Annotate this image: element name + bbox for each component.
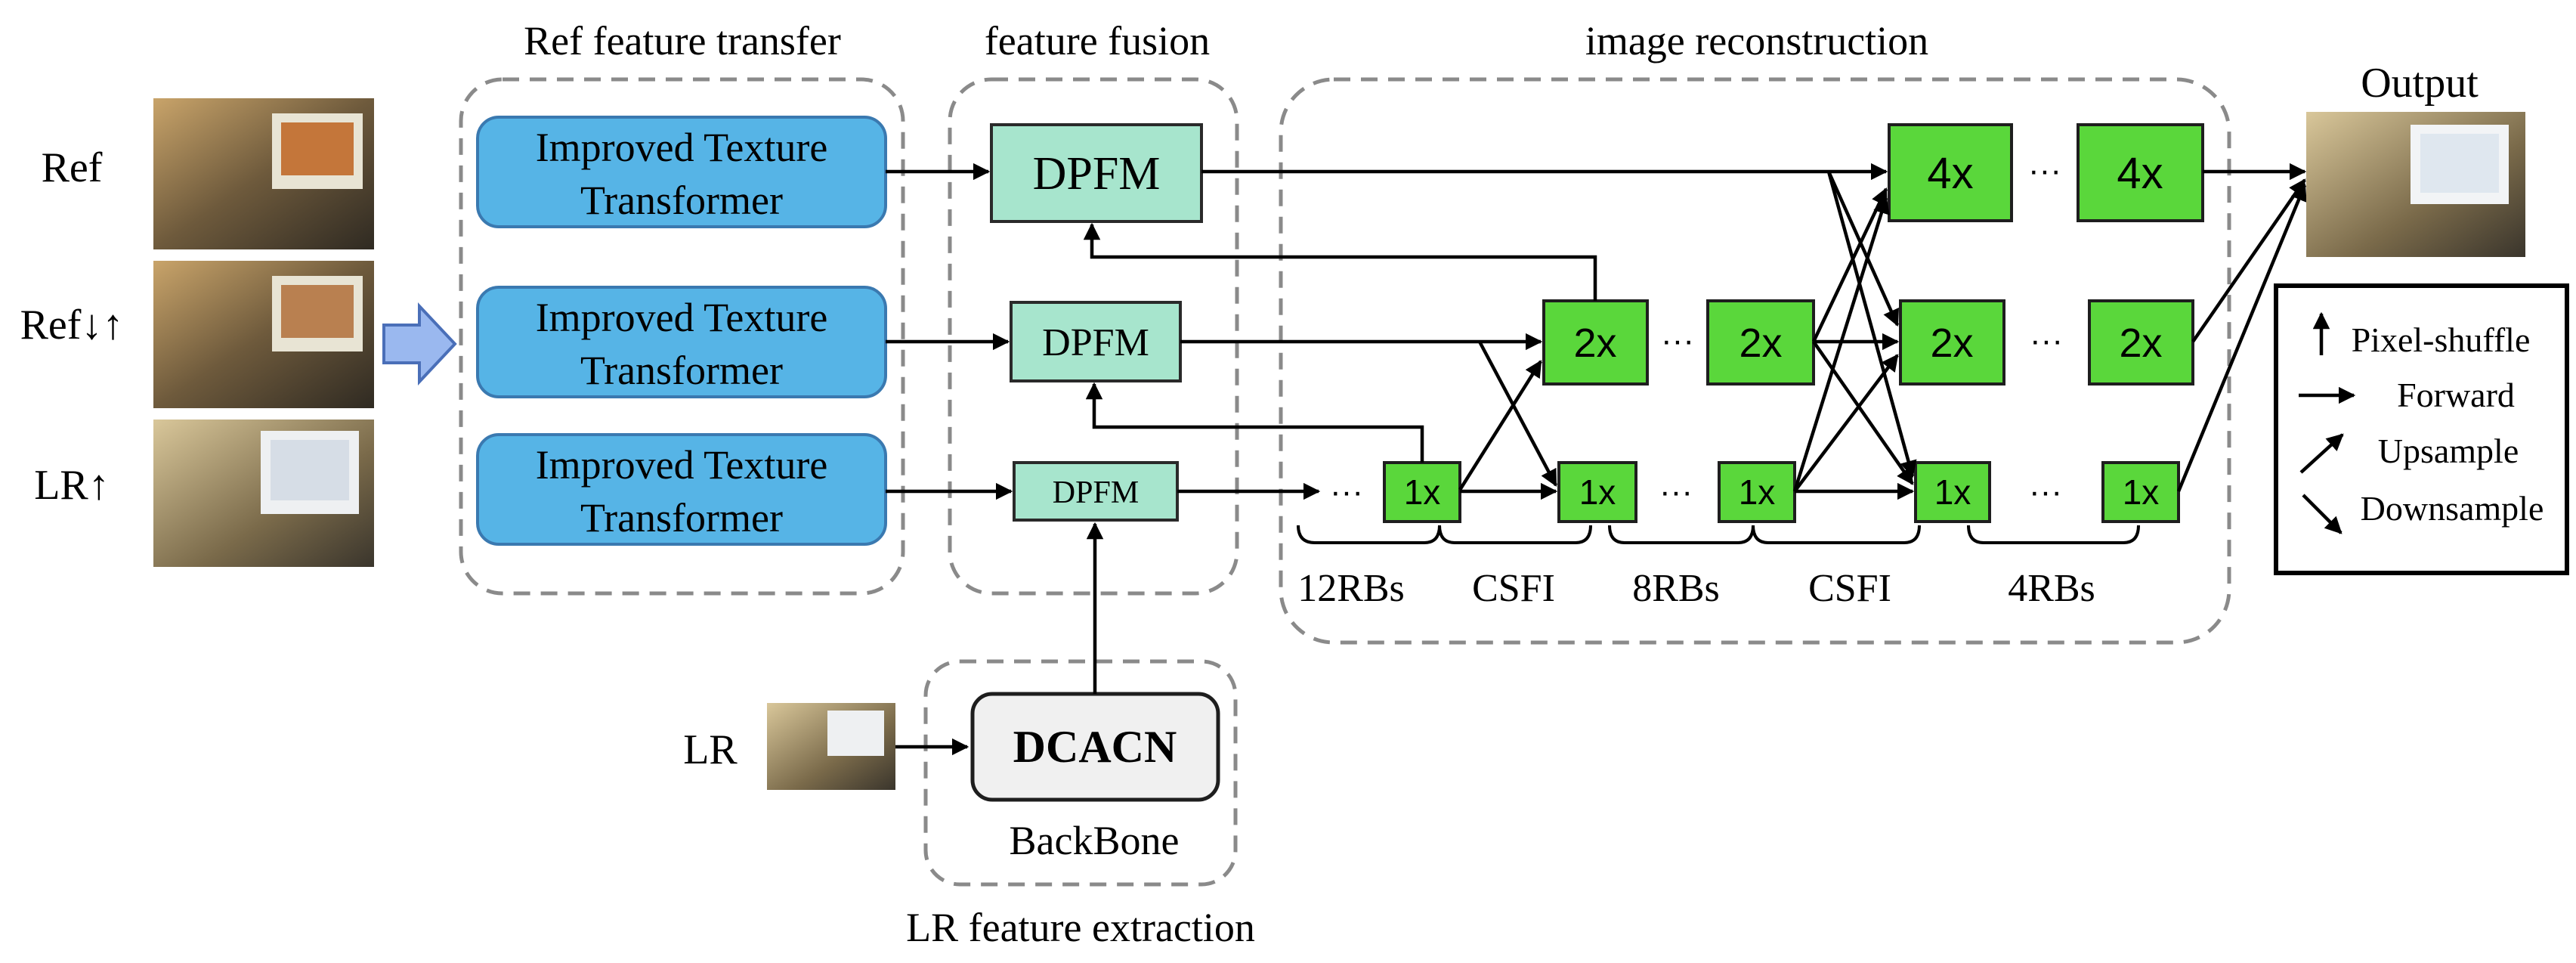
rb-4x-last: 4x — [2077, 123, 2204, 222]
improved-texture-transformer-ref-down-up: Improved Texture Transformer — [476, 286, 887, 398]
brace-stage3 — [1967, 525, 2140, 544]
transformer-label-line2: Transformer — [580, 495, 783, 540]
rb-2x-stage2-last: 2x — [1706, 299, 1815, 386]
rb-2x-stage3-first: 2x — [1899, 299, 2005, 386]
arrow-2x-output — [2191, 178, 2306, 343]
arrow-1x-output — [2176, 183, 2307, 492]
rb-label: 1x — [1934, 472, 1971, 512]
legend-item-forward: Forward — [2299, 376, 2515, 414]
dpfm-middle: DPFM — [1010, 301, 1182, 382]
legend-label: Upsample — [2378, 432, 2519, 470]
brace-csfi1 — [1438, 525, 1592, 544]
ellipsis: ··· — [1661, 322, 1694, 359]
downsample-arrow-icon — [2302, 494, 2343, 534]
brace-stage2 — [1608, 525, 1755, 544]
rb-label: 1x — [2123, 472, 2160, 512]
ref-label: Ref — [42, 144, 103, 191]
backbone-label: BackBone — [1010, 818, 1180, 863]
dpfm-bottom: DPFM — [1013, 461, 1179, 522]
rb-1x-stage1-last: 1x — [1383, 461, 1461, 523]
dpfm-label: DPFM — [1042, 321, 1149, 364]
lr-feature-extraction-group — [923, 659, 1238, 887]
legend-label: Downsample — [2361, 489, 2544, 528]
feature-fusion-title: feature fusion — [985, 18, 1210, 63]
dpfm-label: DPFM — [1053, 475, 1139, 510]
ref-down-up-label: Ref↓↑ — [20, 302, 124, 348]
feedback-1x-to-dpfm2 — [1085, 382, 1424, 463]
ref-image — [153, 98, 374, 249]
ref-down-up-image — [153, 261, 374, 408]
input-arrow — [382, 302, 457, 386]
up-1x-4x — [1792, 196, 1890, 492]
rb-1x-stage2-last: 1x — [1718, 461, 1796, 523]
rb-label: 1x — [1739, 472, 1776, 512]
rb-label: 4x — [1927, 149, 1973, 198]
rb-2x-stage2-first: 2x — [1542, 299, 1649, 386]
rb-1x-stage2-first: 1x — [1557, 461, 1637, 523]
dpfm-label: DPFM — [1033, 148, 1161, 200]
stage-label-12rbs: 12RBs — [1297, 567, 1405, 610]
output-image — [2306, 112, 2525, 257]
lr-image — [767, 703, 895, 790]
lr-label: LR — [683, 726, 738, 773]
image-reconstruction-title: image reconstruction — [1585, 18, 1928, 63]
rb-4x-first: 4x — [1888, 123, 2013, 222]
dcacn-backbone: DCACN — [970, 692, 1220, 802]
down-4x-1x — [1826, 171, 1917, 478]
improved-texture-transformer-lr-up: Improved Texture Transformer — [476, 433, 887, 546]
rb-label: 2x — [1573, 320, 1616, 366]
image-reconstruction-group — [1279, 77, 2231, 645]
rb-1x-stage3-first: 1x — [1914, 461, 1991, 523]
ellipsis: ··· — [2028, 152, 2061, 189]
brace-stage1 — [1297, 525, 1441, 544]
lr-feature-extraction-title: LR feature extraction — [906, 905, 1255, 950]
ellipsis: ··· — [2029, 473, 2062, 510]
legend-label: Forward — [2397, 376, 2515, 414]
rb-label: 1x — [1404, 472, 1441, 512]
stage-label-csfi-1: CSFI — [1472, 567, 1555, 610]
down-2x-1x — [1812, 340, 1914, 485]
upsample-1x-2x — [1458, 360, 1542, 491]
ellipsis: ··· — [1659, 473, 1693, 510]
stage-label-csfi-2: CSFI — [1808, 567, 1891, 610]
ellipsis: ··· — [2030, 322, 2063, 359]
rb-label: 4x — [2117, 149, 2163, 198]
legend-item-pixel-shuffle: Pixel-shuffle — [2312, 311, 2531, 359]
stage-label-8rbs: 8RBs — [1632, 567, 1720, 610]
ref-feature-transfer-title: Ref feature transfer — [524, 18, 841, 63]
rb-label: 1x — [1579, 472, 1616, 512]
dpfm-top: DPFM — [990, 123, 1203, 223]
transformer-label-line1: Improved Texture — [536, 442, 828, 488]
feedback-2x-to-dpfm1 — [1083, 222, 1597, 301]
ref-feature-transfer-group — [459, 77, 905, 596]
output-label: Output — [2361, 60, 2479, 107]
rb-2x-stage3-last: 2x — [2088, 299, 2194, 386]
transformer-label-line2: Transformer — [580, 178, 783, 223]
rb-1x-stage3-last: 1x — [2101, 461, 2180, 523]
lr-up-label: LR↑ — [34, 462, 110, 509]
brace-csfi2 — [1752, 525, 1921, 544]
ellipsis: ··· — [1330, 473, 1363, 510]
improved-texture-transformer-ref: Improved Texture Transformer — [476, 116, 887, 228]
downsample-2x-1x — [1478, 340, 1557, 487]
legend-label: Pixel-shuffle — [2352, 320, 2531, 359]
legend-item-downsample: Downsample — [2302, 489, 2544, 534]
transformer-label-line1: Improved Texture — [536, 295, 828, 340]
backbone-name: DCACN — [1013, 722, 1177, 772]
transformer-label-line1: Improved Texture — [536, 125, 828, 170]
down-4x-2x — [1826, 171, 1900, 327]
transformer-label-line2: Transformer — [580, 348, 783, 393]
up-1x-2x — [1793, 354, 1899, 493]
rb-label: 2x — [1739, 320, 1782, 366]
rb-label: 2x — [1930, 320, 1973, 366]
legend-item-upsample: Upsample — [2299, 432, 2519, 474]
upsample-arrow-icon — [2299, 433, 2344, 474]
stage-label-4rbs: 4RBs — [2008, 567, 2095, 610]
rb-label: 2x — [2119, 320, 2162, 366]
lr-up-image — [153, 420, 374, 567]
